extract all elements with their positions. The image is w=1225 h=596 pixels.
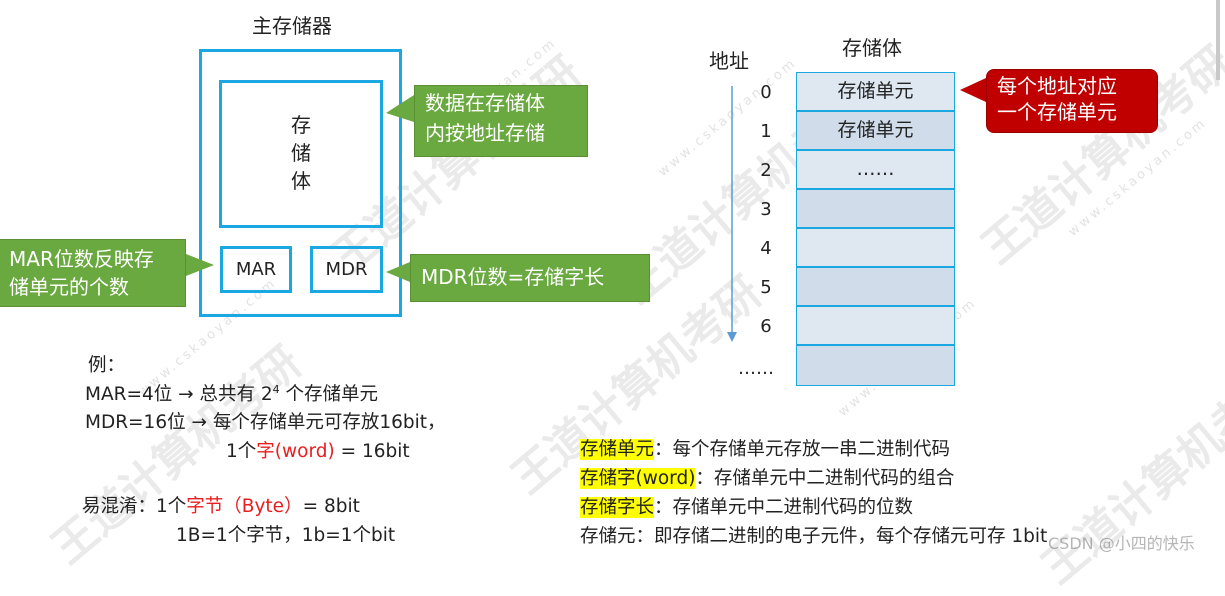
callout-pointers xyxy=(186,78,986,342)
address-label: 2 xyxy=(760,160,772,181)
byte-term: 字节（Byte） xyxy=(186,496,303,517)
csdn-watermark: CSDN @小四的快乐 xyxy=(1048,534,1195,553)
mdr-box: MDR xyxy=(310,246,383,293)
callout-pointer-mar xyxy=(186,254,214,276)
storage-body-box: 存 储 体 xyxy=(219,80,383,228)
address-label: 6 xyxy=(760,316,772,337)
address-label: 1 xyxy=(760,121,772,142)
address-label-ellipsis: …… xyxy=(738,358,774,379)
term-plain: 存储元 xyxy=(580,526,636,547)
confusing-line-units: 1B=1个字节，1b=1个bit xyxy=(176,525,396,546)
mar-box: MAR xyxy=(220,246,292,293)
example-heading: 例： xyxy=(88,355,126,376)
storage-body-label: 存 储 体 xyxy=(291,113,311,193)
storage-cell: …… xyxy=(796,150,955,189)
example-line-mar: MAR=4位 → 总共有 24 个存储单元 xyxy=(85,382,379,405)
callout-address-unit: 每个地址对应 一个存储单元 xyxy=(986,69,1158,133)
callout-pointer-mdr xyxy=(386,262,410,282)
word-term: 字(word) xyxy=(256,441,335,462)
exponent: 4 xyxy=(272,382,280,396)
storage-cell: 存储单元 xyxy=(796,72,955,111)
callout-pointer-address xyxy=(960,78,986,102)
address-label: 3 xyxy=(760,199,772,220)
definition-storage-element: 存储元：即存储二进制的电子元件，每个存储元可存 1bit xyxy=(580,526,1048,547)
confusing-line-byte: 易混淆：1个字节（Byte）= 8bit xyxy=(82,496,360,517)
storage-cell xyxy=(796,267,955,306)
storage-cell xyxy=(796,345,955,386)
storage-body-title: 存储体 xyxy=(842,36,902,60)
callout-mdr-bits: MDR位数=存储字长 xyxy=(410,254,650,302)
definition-storage-word: 存储字(word)：存储单元中二进制代码的组合 xyxy=(580,468,955,489)
address-header: 地址 xyxy=(709,49,749,73)
definition-storage-unit: 存储单元：每个存储单元存放一串二进制代码 xyxy=(580,439,951,460)
storage-cell xyxy=(796,189,955,228)
storage-cell xyxy=(796,228,955,267)
example-line-word: 1个字(word) = 16bit xyxy=(226,441,410,462)
address-axis-arrow-icon xyxy=(727,332,737,342)
main-memory-title: 主存储器 xyxy=(252,14,332,38)
term-highlight: 存储字长 xyxy=(580,497,655,518)
definition-word-length: 存储字长：存储单元中二进制代码的位数 xyxy=(580,497,914,518)
callout-mar-bits: MAR位数反映存 储单元的个数 xyxy=(0,239,186,307)
example-line-mdr: MDR=16位 → 每个存储单元可存放16bit， xyxy=(85,412,446,433)
callout-storage-by-address: 数据在存储体 内按地址存储 xyxy=(414,85,588,157)
address-label: 0 xyxy=(760,82,772,103)
storage-cell xyxy=(796,306,955,345)
storage-cell: 存储单元 xyxy=(796,111,955,150)
scrollbar[interactable] xyxy=(1216,0,1220,80)
address-label: 5 xyxy=(760,277,772,298)
term-highlight: 存储字(word) xyxy=(580,468,696,489)
address-label: 4 xyxy=(760,238,772,259)
term-highlight: 存储单元 xyxy=(580,439,655,460)
main-memory-box xyxy=(199,49,402,317)
callout-pointer-storage xyxy=(386,95,414,122)
